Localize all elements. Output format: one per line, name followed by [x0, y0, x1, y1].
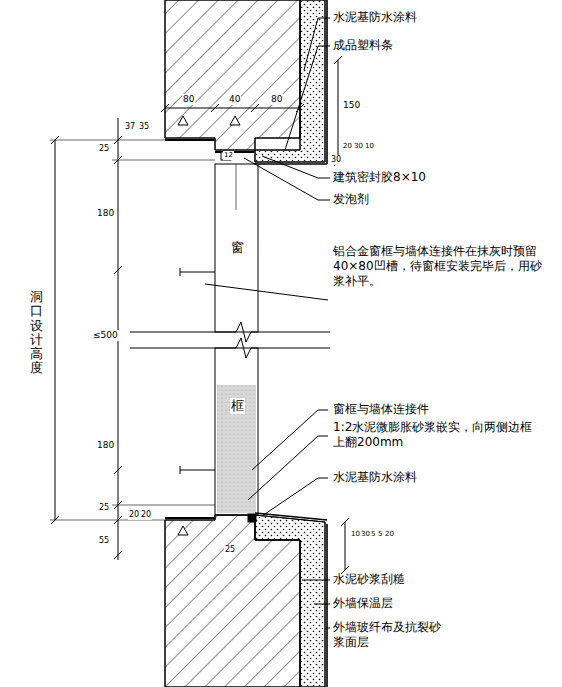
dimension: 37 — [124, 122, 136, 132]
note-label: 成品塑料条 — [333, 38, 393, 53]
dimension: 25 — [98, 144, 110, 154]
vertical-label: 洞口设计高度 — [30, 290, 43, 376]
dimension: 10 — [364, 142, 375, 151]
dimension: 150 — [342, 100, 361, 111]
dimension: 20 — [128, 510, 140, 520]
frame-label: 框 — [230, 398, 245, 414]
dimension: 180 — [96, 208, 115, 219]
dimension: ≤500 — [92, 330, 119, 341]
note-label: 外墙保温层 — [333, 596, 393, 611]
note-label: 外墙玻纤布及抗裂砂浆面层 — [333, 620, 445, 650]
dimension: 20 — [384, 530, 395, 539]
dimension: 5 — [370, 530, 376, 539]
note-label: 窗框与墙体连接件 — [333, 402, 429, 417]
note-label: 1:2水泥微膨胀砂浆嵌实，向两侧边框上翻200mm — [333, 420, 543, 450]
dimension: 25 — [224, 545, 236, 555]
note-label: 水泥砂浆刮糙 — [333, 572, 405, 587]
note-label: 铝合金窗框与墙体连接件在抹灰时预留40×80凹槽，待窗框安装完毕后，用砂浆补平。 — [333, 244, 548, 289]
dimension: 5 — [377, 530, 383, 539]
note-label: 水泥基防水涂料 — [333, 10, 417, 25]
dimension: 25 — [98, 503, 110, 513]
dimension: 40 — [228, 94, 241, 105]
note-label: 建筑密封胶8×10 — [333, 170, 426, 185]
dimension: 30 — [330, 155, 342, 165]
dimension: 20 — [342, 142, 353, 151]
dimension: 55 — [98, 536, 110, 546]
dimension: 35 — [138, 122, 150, 132]
note-label: 水泥基防水涂料 — [333, 470, 417, 485]
dimension: 12 — [223, 151, 234, 160]
dimension: 80 — [270, 94, 283, 105]
dimension: 30 — [353, 142, 364, 151]
frame-label: 窗 — [230, 240, 245, 256]
note-label: 发泡剂 — [333, 192, 369, 207]
dimension: 180 — [96, 440, 115, 451]
dimension: 80 — [182, 94, 195, 105]
dimension: 20 — [140, 510, 152, 520]
